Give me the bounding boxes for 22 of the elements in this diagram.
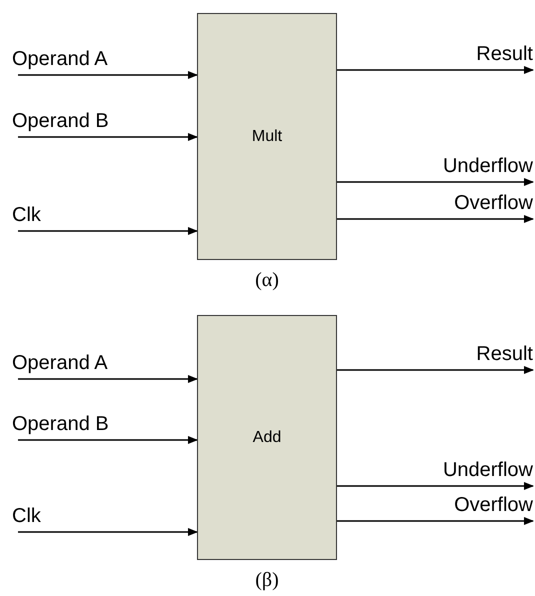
arrow bbox=[337, 215, 534, 223]
block-tag: (β) bbox=[197, 570, 337, 590]
block-tag: (α) bbox=[197, 270, 337, 290]
arrow bbox=[18, 133, 198, 141]
arrow bbox=[18, 528, 198, 536]
arrow bbox=[337, 178, 534, 186]
arrow bbox=[337, 66, 534, 74]
arrow bbox=[18, 436, 198, 444]
signal-label: Operand B bbox=[12, 111, 109, 131]
signal-label: Operand A bbox=[12, 353, 108, 373]
block-label: Mult bbox=[252, 126, 282, 146]
arrow bbox=[337, 517, 534, 525]
arrow bbox=[18, 227, 198, 235]
signal-label: Operand B bbox=[12, 414, 109, 434]
signal-label: Operand A bbox=[12, 49, 108, 69]
block-box bbox=[197, 13, 337, 260]
arrow bbox=[18, 375, 198, 383]
arrow bbox=[18, 71, 198, 79]
arrow bbox=[337, 366, 534, 374]
block-box bbox=[197, 315, 337, 560]
block-label: Add bbox=[252, 428, 282, 448]
arrow bbox=[337, 482, 534, 490]
